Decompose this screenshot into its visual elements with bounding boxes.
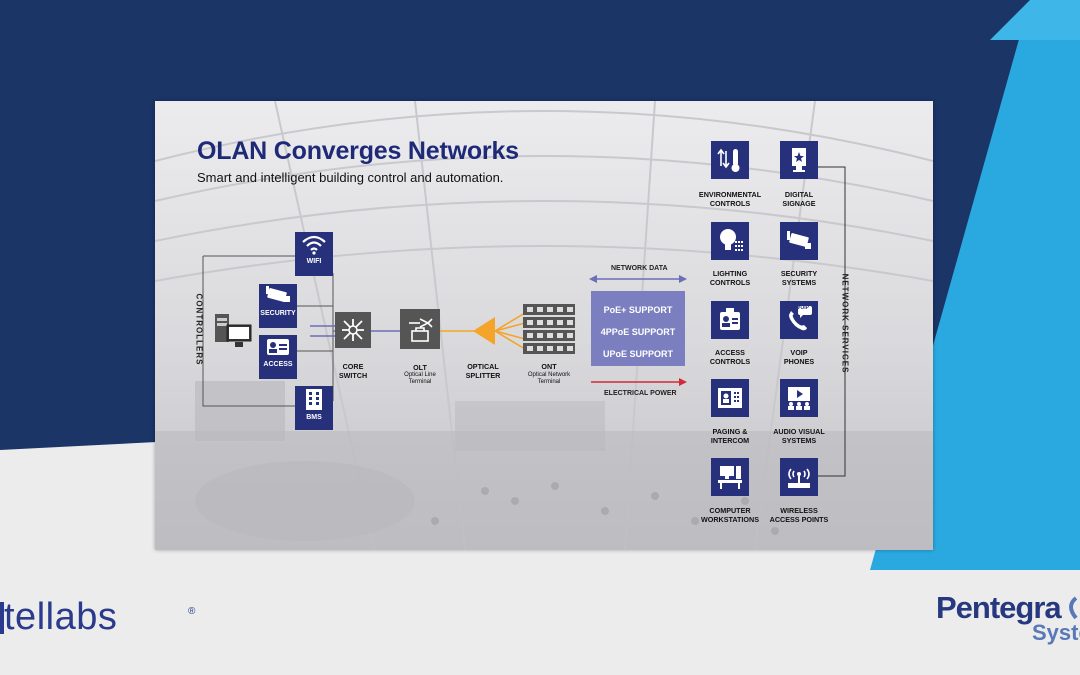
olt-icon <box>409 318 433 342</box>
ont-sublabel: Optical Network Terminal <box>527 372 571 385</box>
digital-signage-tile <box>780 141 818 179</box>
lightbulb-icon <box>720 229 743 251</box>
access-badge-icon <box>720 308 740 330</box>
optical-splitter-label: OPTICAL SPLITTER <box>465 362 501 380</box>
ont-device-icon <box>523 304 575 354</box>
pentegra-mark-icon <box>1069 596 1078 620</box>
access-tile-label: ACCESS <box>263 361 293 368</box>
poe-plus-label: PoE+ SUPPORT <box>603 305 673 315</box>
core-switch-tile <box>335 312 371 348</box>
registered-mark: ® <box>188 606 196 617</box>
paging-intercom-label: PAGING & INTERCOM <box>710 427 750 445</box>
tellabs-logo: tellabs <box>4 596 118 638</box>
digital-signage-label: DIGITAL SIGNAGE <box>782 190 816 208</box>
tellabs-mark-icon <box>0 602 4 634</box>
diagram-card: OLAN Converges Networks Smart and intell… <box>155 101 933 550</box>
security-camera-icon <box>787 231 811 249</box>
paging-intercom-tile <box>711 379 749 417</box>
intercom-icon <box>718 388 742 408</box>
poe-4p-label: 4PPoE SUPPORT <box>600 327 676 337</box>
upoe-label: UPoE SUPPORT <box>602 349 673 359</box>
diagram-subtitle: Smart and intelligent building control a… <box>197 170 504 185</box>
wifi-tile-label: WIFI <box>306 258 322 265</box>
bms-tile: BMS <box>295 386 333 430</box>
audio-visual-tile <box>780 379 818 417</box>
olt-label: OLT <box>413 363 427 372</box>
access-controls-tile <box>711 301 749 339</box>
security-systems-tile <box>780 222 818 260</box>
audio-visual-icon <box>788 387 810 410</box>
wireless-access-points-tile <box>780 458 818 496</box>
pentegra-systems-text: Syste <box>1032 620 1080 645</box>
lighting-controls-label: LIGHTING CONTROLS <box>709 269 751 287</box>
building-icon <box>306 389 322 410</box>
antenna-icon <box>788 468 810 488</box>
audio-visual-label: AUDIO VISUAL SYSTEMS <box>773 427 825 445</box>
diagram-title: OLAN Converges Networks <box>197 137 519 165</box>
computer-workstations-label: COMPUTER WORKSTATIONS <box>700 506 760 524</box>
switch-icon <box>342 319 364 341</box>
core-switch-label: CORE SWITCH <box>338 362 368 380</box>
network-data-label: NETWORK DATA <box>611 265 668 272</box>
controllers-label: CONTROLLERS <box>194 293 204 366</box>
voip-badge-text: VOIP <box>797 305 809 311</box>
olt-sublabel: Optical Line Terminal <box>404 372 436 385</box>
olt-tile <box>400 309 440 349</box>
thermometer-icon <box>717 148 740 172</box>
badge-icon <box>267 339 289 355</box>
bms-tile-label: BMS <box>306 414 322 421</box>
security-tile-label: SECURITY <box>260 310 296 317</box>
workstation-icon <box>718 466 742 489</box>
wifi-icon <box>302 235 326 255</box>
environmental-controls-tile <box>711 141 749 179</box>
pentegra-logo: Pentegra <box>936 590 1062 625</box>
poe-support-box: PoE+ SUPPORT 4PPoE SUPPORT UPoE SUPPORT <box>591 291 685 366</box>
computer-workstations-tile <box>711 458 749 496</box>
lighting-controls-tile <box>711 222 749 260</box>
electrical-power-label: ELECTRICAL POWER <box>604 390 677 397</box>
wifi-tile: WIFI <box>295 232 333 276</box>
access-tile: ACCESS <box>259 335 297 379</box>
network-services-label: NETWORK SERVICES <box>840 273 850 374</box>
ont-label: ONT <box>541 362 557 371</box>
security-tile: SECURITY <box>259 284 297 328</box>
environmental-controls-label: ENVIRONMENTAL CONTROLS <box>698 190 762 208</box>
access-controls-label: ACCESS CONTROLS <box>709 348 751 366</box>
voip-phones-label: VOIP PHONES <box>783 348 815 366</box>
controller-computer-icon <box>215 314 252 347</box>
signage-icon <box>792 148 806 172</box>
voip-phones-tile <box>780 301 818 339</box>
security-systems-label: SECURITY SYSTEMS <box>780 269 818 287</box>
camera-icon <box>266 286 290 302</box>
phone-icon <box>789 306 812 331</box>
wireless-access-points-label: WIRELESS ACCESS POINTS <box>769 506 829 524</box>
